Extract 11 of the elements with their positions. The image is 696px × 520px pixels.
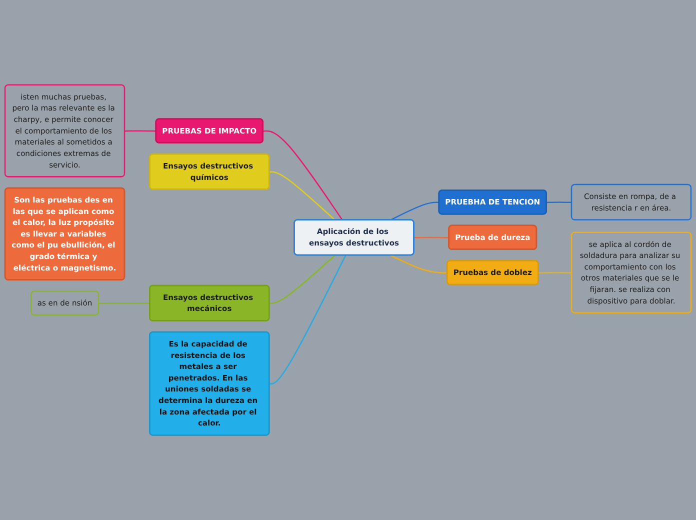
connector-line xyxy=(414,236,450,238)
connector-line xyxy=(390,254,448,274)
connector-line xyxy=(269,255,346,384)
connector-line xyxy=(269,254,336,304)
connector-line xyxy=(538,272,572,274)
connector-line xyxy=(390,202,440,221)
connector-line xyxy=(124,130,156,132)
connector-line xyxy=(269,171,336,221)
connector-line xyxy=(98,302,150,304)
connector-line xyxy=(546,202,572,204)
connector-line xyxy=(263,130,343,220)
